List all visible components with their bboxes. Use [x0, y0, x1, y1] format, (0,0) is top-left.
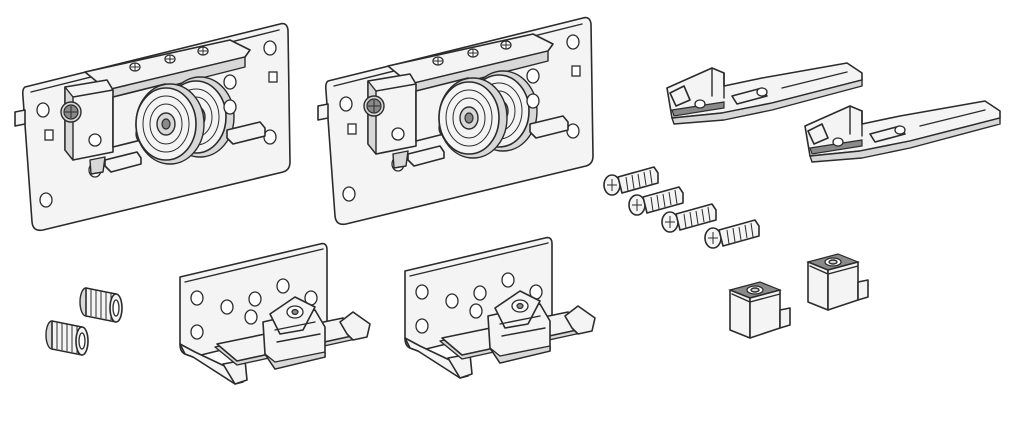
- roller-carriage-left: [15, 24, 290, 231]
- countersunk-screw-4: [704, 219, 760, 249]
- track-end-stop-2: [804, 100, 1001, 163]
- roller-carriage-right: [318, 18, 593, 225]
- countersunk-screw-3: [661, 203, 717, 233]
- floor-guide-block-1: [729, 281, 791, 339]
- countersunk-screw-2: [628, 186, 684, 216]
- door-guide-bracket-right: [404, 236, 596, 379]
- countersunk-screw-1: [603, 166, 659, 196]
- door-guide-bracket-left: [179, 242, 371, 385]
- compression-spring-2: [45, 320, 89, 356]
- compression-spring-1: [79, 287, 123, 323]
- floor-guide-block-2: [807, 253, 869, 311]
